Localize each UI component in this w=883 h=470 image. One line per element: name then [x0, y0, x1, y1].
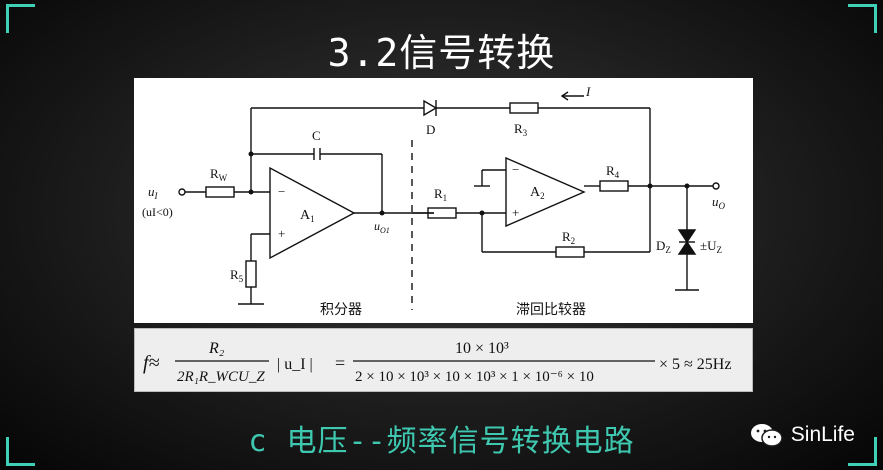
a1-minus: − [278, 184, 285, 199]
circuit-diagram-panel: uI (uI<0) RW C A1 − + R5 uO1 R1 A2 − + R… [134, 78, 753, 323]
wechat-icon [750, 424, 783, 447]
formula-abs: | u_I | [277, 356, 313, 373]
diode-d [423, 99, 438, 117]
formula-svg: f≈ R₂ 2R₁R_WCU_Z | u_I | = 10 × 10³ 2 × … [143, 340, 731, 385]
integrator-label: 积分器 [320, 302, 362, 318]
resistor-r5 [245, 260, 257, 288]
input-terminal [178, 188, 186, 196]
formula-eq: = [335, 353, 345, 373]
current-label: I [585, 84, 591, 99]
uz-label: ±UZ [700, 238, 722, 255]
r5-label: R5 [230, 267, 244, 284]
a1-plus: + [278, 226, 285, 241]
r2-label: R2 [562, 229, 575, 246]
slide-caption: c 电压--频率信号转换电路 [248, 424, 635, 459]
r1-label: R1 [434, 186, 447, 203]
brand-name: SinLife [790, 423, 855, 446]
formula-lhs: f≈ [143, 352, 160, 374]
a2-plus: + [512, 205, 519, 220]
input-condition: (uI<0) [142, 205, 173, 219]
circuit-diagram: uI (uI<0) RW C A1 − + R5 uO1 R1 A2 − + R… [142, 84, 726, 318]
brand-watermark: SinLife [749, 422, 855, 448]
corner-bottom-right [848, 437, 877, 466]
output-terminal [712, 182, 720, 190]
frequency-formula: f≈ R₂ 2R₁R_WCU_Z | u_I | = 10 × 10³ 2 × … [134, 328, 753, 392]
d-label: D [426, 122, 435, 137]
formula-num1: R₂ [208, 340, 225, 357]
c-label: C [312, 128, 321, 143]
formula-result: × 5 ≈ 25Hz [659, 356, 731, 373]
resistor-rw [205, 186, 235, 198]
formula-den2: 2 × 10 × 10³ × 10 × 10³ × 1 × 10⁻⁶ × 10 [355, 369, 594, 385]
a2-label: A2 [530, 185, 545, 201]
rw-label: RW [210, 166, 228, 183]
uo1-label: uO1 [374, 219, 390, 235]
slide-title: 3.2信号转换 [327, 31, 556, 75]
resistor-r4 [599, 180, 629, 192]
r3-label: R3 [514, 121, 528, 138]
formula-num2: 10 × 10³ [455, 340, 509, 357]
corner-bottom-left [6, 437, 35, 466]
resistor-r2 [555, 246, 585, 258]
a1-label: A1 [300, 208, 315, 224]
output-label: uO [712, 194, 726, 211]
dz-label: DZ [656, 238, 671, 255]
formula-den1: 2R₁R_WCU_Z [177, 369, 265, 385]
comparator-label: 滞回比较器 [516, 302, 586, 318]
a2-minus: − [512, 162, 519, 177]
opamp-a1 [269, 166, 356, 260]
resistor-r3 [509, 102, 539, 114]
r4-label: R4 [606, 163, 620, 180]
zener-diode [677, 229, 697, 244]
corner-top-right [848, 4, 877, 33]
corner-top-left [6, 4, 35, 33]
opamp-a2 [505, 156, 586, 228]
input-label: uI [148, 184, 159, 201]
